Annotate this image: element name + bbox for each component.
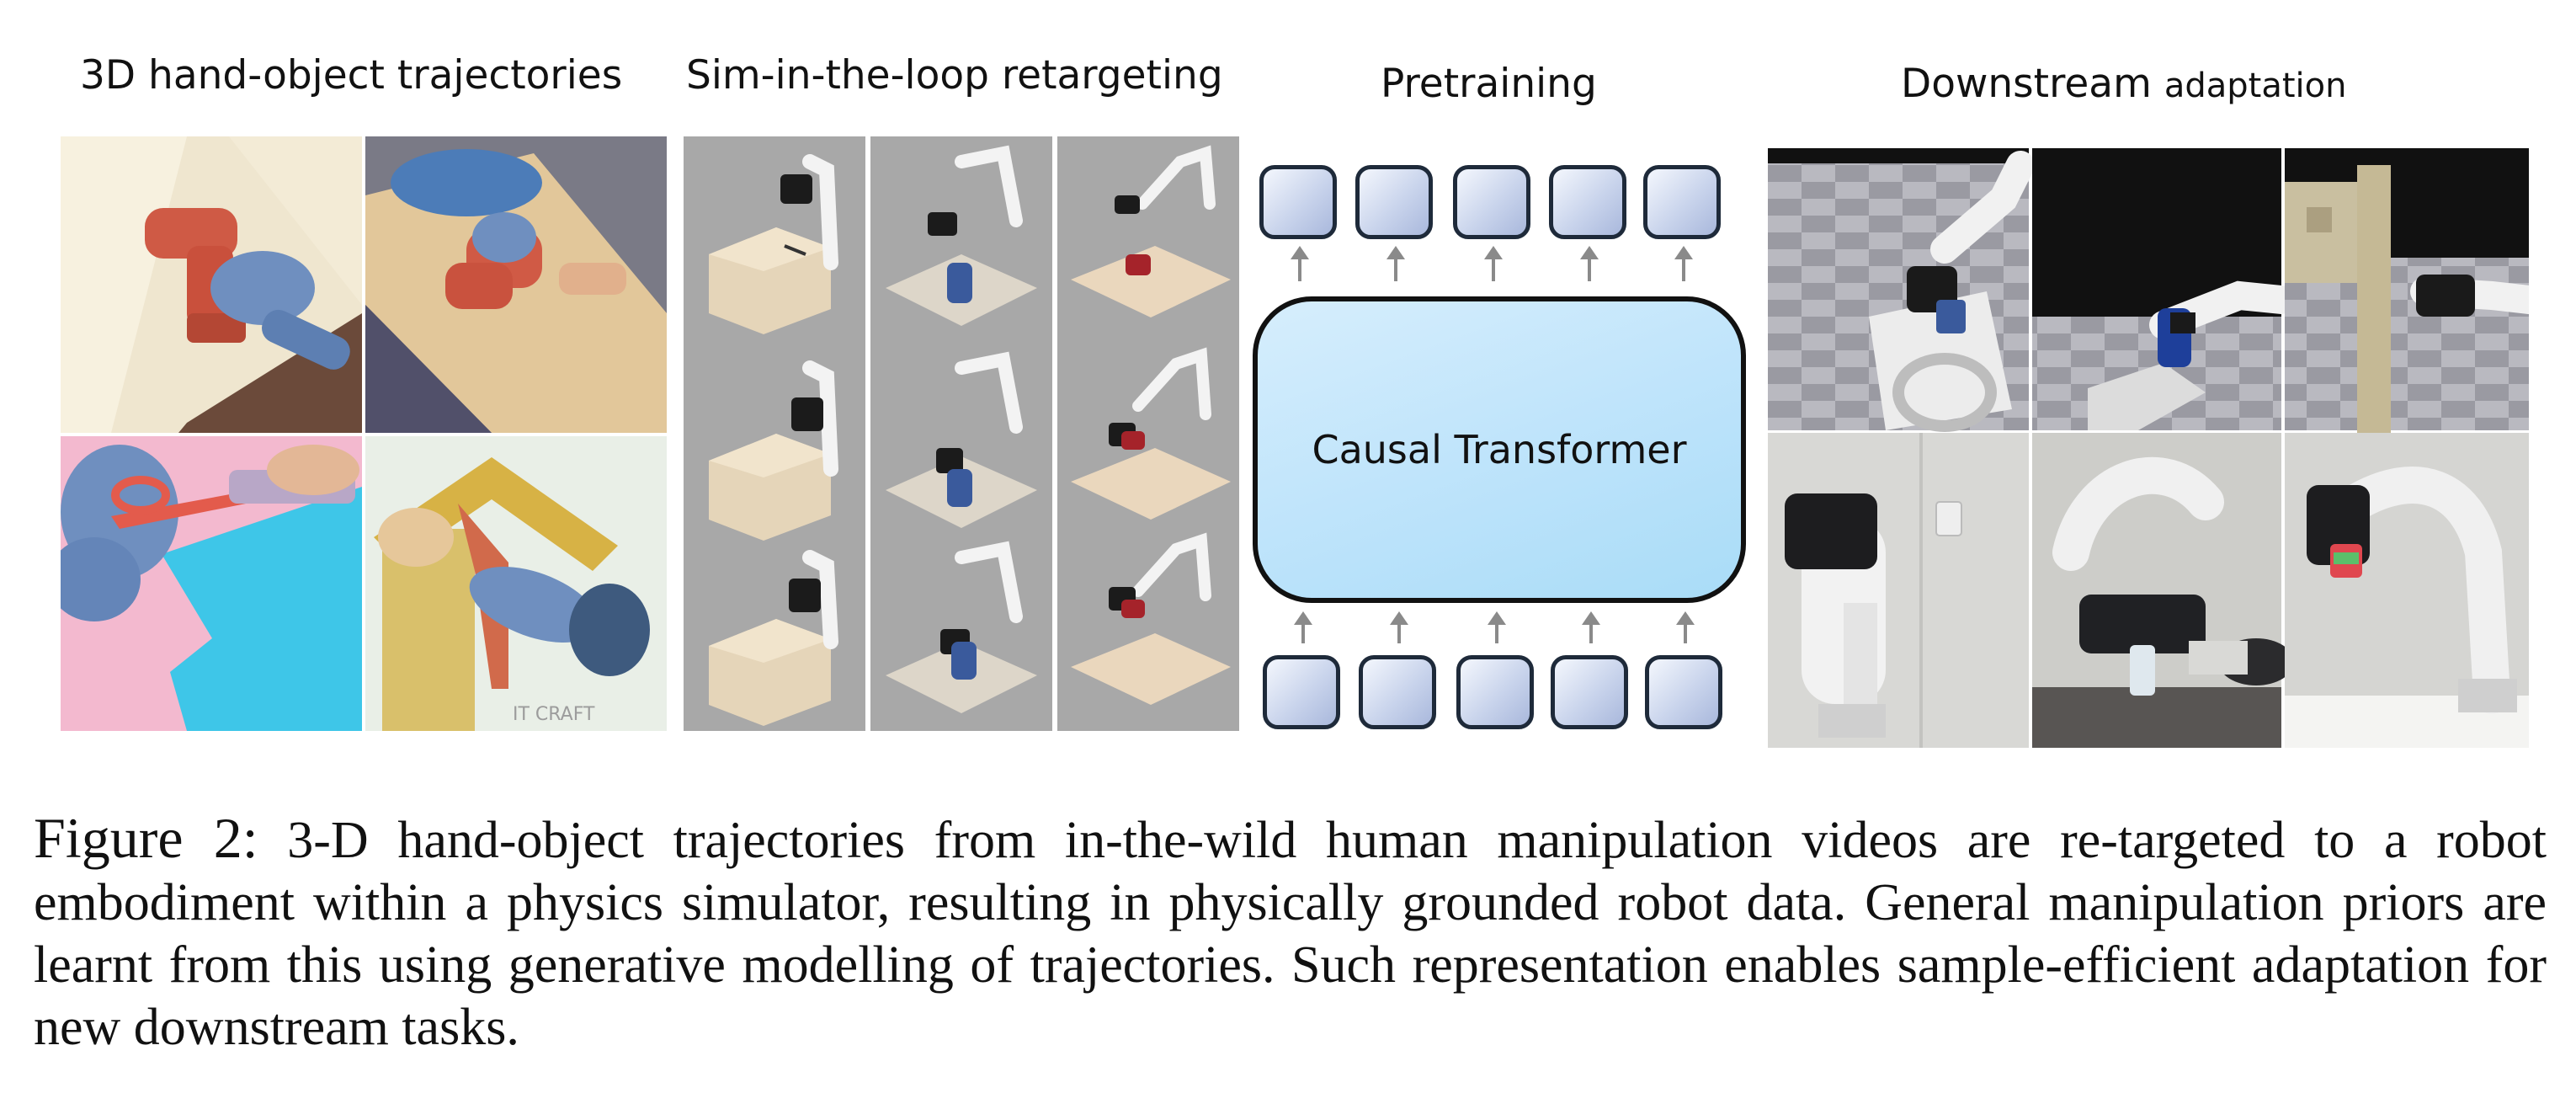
photo-drill-board bbox=[365, 136, 667, 433]
arrow-up-icon bbox=[1484, 246, 1503, 281]
real-robot-photo-2 bbox=[2032, 433, 2294, 748]
output-token bbox=[1643, 165, 1721, 239]
photo-watermark: IT CRAFT bbox=[513, 704, 595, 725]
arrow-up-icon bbox=[1582, 611, 1600, 643]
retargeting-sim-grid bbox=[684, 136, 1256, 731]
downstream-photo-grid bbox=[1768, 148, 2529, 748]
section-title-hand-object: 3D hand-object trajectories bbox=[80, 52, 623, 99]
causal-transformer-label: Causal Transformer bbox=[1312, 427, 1687, 472]
arrow-up-icon bbox=[1386, 246, 1405, 281]
downstream-small-label: adaptation bbox=[2164, 67, 2347, 105]
real-robot-photo-3 bbox=[2285, 433, 2529, 748]
sim-downstream-3 bbox=[2285, 148, 2529, 435]
output-token bbox=[1259, 165, 1337, 239]
photo-hanger-tool: IT CRAFT bbox=[365, 436, 667, 731]
input-token bbox=[1551, 655, 1628, 729]
sim-column-scissors bbox=[709, 154, 838, 726]
arrow-up-icon bbox=[1291, 246, 1309, 281]
causal-transformer-block: Causal Transformer bbox=[1253, 296, 1746, 603]
output-token bbox=[1453, 165, 1530, 239]
figure-label: Figure 2: bbox=[34, 806, 258, 870]
input-token bbox=[1645, 655, 1722, 729]
real-robot-photo-1 bbox=[1768, 433, 2029, 748]
sim-column-red-object bbox=[1071, 145, 1231, 705]
sim-column-cup bbox=[886, 145, 1037, 713]
hand-object-photo-grid: IT CRAFT bbox=[61, 136, 667, 731]
input-token bbox=[1359, 655, 1436, 729]
sim-downstream-2 bbox=[2032, 148, 2296, 430]
arrow-up-icon bbox=[1294, 611, 1312, 643]
arrow-up-icon bbox=[1674, 246, 1693, 281]
arrow-up-icon bbox=[1390, 611, 1408, 643]
output-token bbox=[1549, 165, 1626, 239]
downstream-main-label: Downstream bbox=[1901, 61, 2152, 107]
section-title-downstream: Downstream adaptation bbox=[1901, 61, 2346, 107]
arrow-up-icon bbox=[1488, 611, 1506, 643]
section-title-pretraining: Pretraining bbox=[1381, 61, 1597, 107]
figure-caption: Figure 2: 3-D hand-object trajectories f… bbox=[34, 807, 2547, 1059]
caption-text: 3-D hand-object trajectories from in-the… bbox=[34, 812, 2547, 1056]
input-token bbox=[1263, 655, 1340, 729]
arrow-up-icon bbox=[1580, 246, 1599, 281]
section-title-retargeting: Sim-in-the-loop retargeting bbox=[686, 52, 1223, 99]
input-token bbox=[1456, 655, 1534, 729]
photo-drill-wall bbox=[61, 136, 362, 433]
output-token bbox=[1355, 165, 1433, 239]
arrow-up-icon bbox=[1676, 611, 1695, 643]
photo-scissors-paper bbox=[61, 436, 362, 731]
sim-downstream-1 bbox=[1768, 148, 2035, 432]
